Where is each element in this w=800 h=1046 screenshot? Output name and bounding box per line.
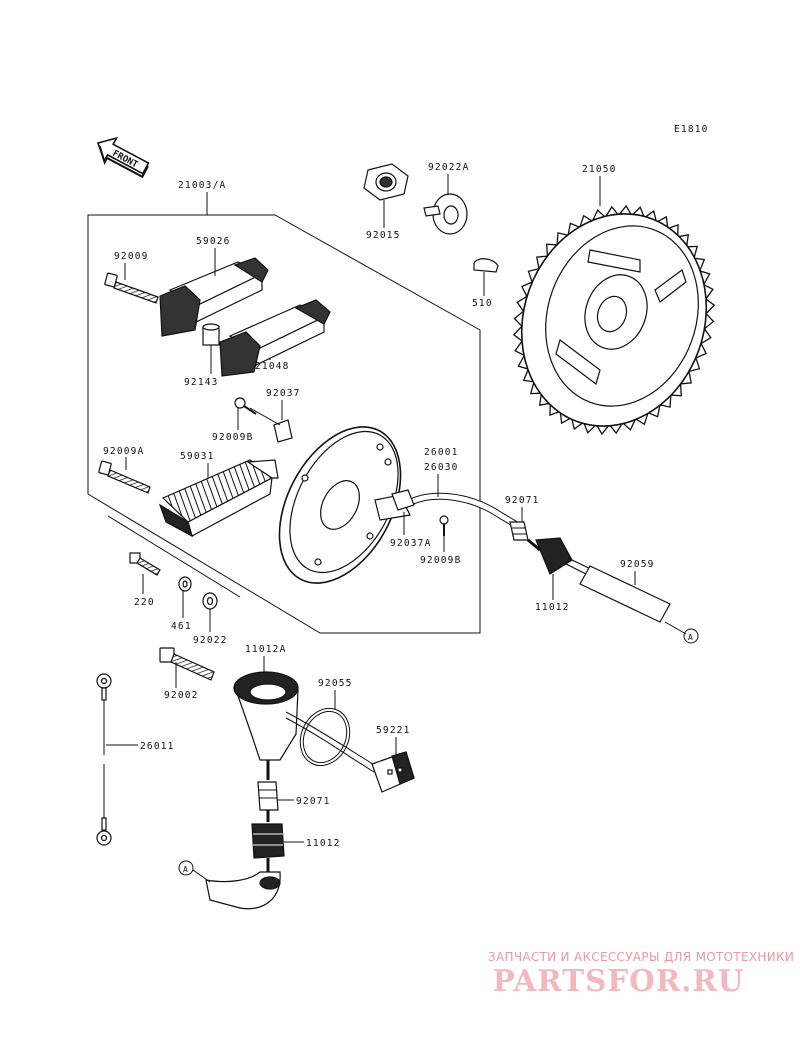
wire-harness-26001-icon [391, 489, 522, 531]
lead-wire-26011-icon [96, 673, 112, 846]
washer-92022-icon [202, 592, 218, 610]
boot-11012-2-icon [251, 810, 285, 859]
label-59221: 59221 [376, 725, 411, 736]
label-21050: 21050 [582, 164, 617, 175]
label-92055: 92055 [318, 678, 353, 689]
wires-connector-icon [285, 711, 377, 773]
front-arrow-icon: FRONT [96, 136, 150, 179]
ref-a-1: A [688, 633, 693, 642]
collar-92143-icon [202, 323, 220, 346]
label-92037a: 92037A [390, 538, 432, 549]
grommet-92071-1-icon [509, 521, 529, 541]
label-92009: 92009 [114, 251, 149, 262]
label-92009a: 92009A [103, 446, 145, 457]
connector-59221-icon [371, 751, 415, 793]
washer-461-icon [178, 576, 192, 592]
label-26001: 26001 [424, 447, 459, 458]
label-461: 461 [171, 621, 192, 632]
label-11012a: 11012A [245, 644, 287, 655]
screw-92009b-2-icon [439, 515, 449, 536]
ref-a-1-icon [683, 628, 699, 644]
label-92009b-2: 92009B [420, 555, 462, 566]
watermark-tagline: ЗАПЧАСТИ И АКСЕССУАРЫ ДЛЯ МОТОТЕХНИКИ [488, 950, 795, 964]
label-92002: 92002 [164, 690, 199, 701]
label-11012-2: 11012 [306, 838, 341, 849]
bolt-92002-icon [159, 647, 215, 681]
cover-11012a-icon [233, 671, 299, 761]
bolt-220-icon [129, 552, 161, 576]
label-92015: 92015 [366, 230, 401, 241]
label-92059: 92059 [620, 559, 655, 570]
stator-plate-icon [278, 426, 411, 584]
brush-holder-59026-icon [159, 257, 269, 337]
label-92071-1: 92071 [505, 495, 540, 506]
label-92071-2: 92071 [296, 796, 331, 807]
o-ring-92055-icon [299, 707, 351, 767]
label-92009b-1: 92009B [212, 432, 254, 443]
label-510: 510 [472, 298, 493, 309]
label-92143: 92143 [184, 377, 219, 388]
regulator-59031-icon [158, 459, 279, 538]
flywheel-21050-icon [512, 204, 716, 436]
label-220: 220 [134, 597, 155, 608]
washer-92022a-icon [423, 193, 468, 235]
label-92037: 92037 [266, 388, 301, 399]
label-11012-1: 11012 [535, 602, 570, 613]
diagram-code: E1810 [674, 124, 709, 135]
wires-92059-icon [565, 557, 671, 623]
bolt-92009a-icon [98, 460, 151, 494]
wire-sleeve-icon [205, 858, 281, 910]
label-59026: 59026 [196, 236, 231, 247]
label-21003a: 21003/A [178, 180, 226, 191]
screw-92009b-icon [234, 397, 257, 415]
label-21048: 21048 [255, 361, 290, 372]
label-26011: 26011 [140, 741, 175, 752]
brush-holder-21048-icon [219, 299, 331, 377]
key-510-icon [473, 258, 499, 273]
label-26030: 26030 [424, 462, 459, 473]
label-92022: 92022 [193, 635, 228, 646]
ref-a-2-icon [178, 860, 194, 876]
label-59031: 59031 [180, 451, 215, 462]
assembly-outline [87, 214, 481, 634]
ref-a-2: A [183, 865, 188, 874]
watermark-logo: PARTSFOR.RU [492, 964, 745, 999]
nut-92015-icon [363, 163, 409, 201]
clamp-92037-icon [249, 407, 293, 443]
label-92022a: 92022A [428, 162, 470, 173]
boot-11012-1-icon [527, 537, 573, 575]
grommet-92071-2-icon [257, 760, 279, 811]
bolt-92009-icon [104, 272, 159, 304]
